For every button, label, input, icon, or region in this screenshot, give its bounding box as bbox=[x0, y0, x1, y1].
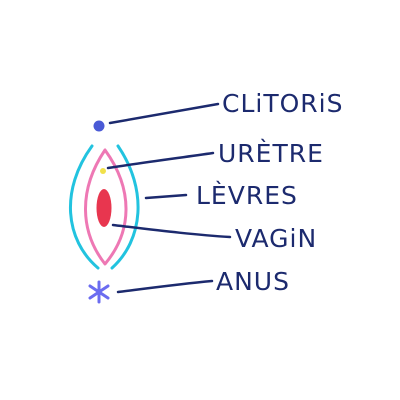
leader-vagin bbox=[111, 223, 232, 239]
label-anus: ANUS bbox=[216, 267, 290, 296]
outer-labia-left bbox=[68, 144, 100, 270]
label-uretre: URÈTRE bbox=[218, 139, 324, 168]
anus-star bbox=[88, 280, 110, 304]
clitoris-dot bbox=[93, 120, 105, 132]
leader-levres bbox=[144, 193, 188, 200]
label-vagin: VAGiN bbox=[235, 224, 317, 253]
label-clitoris: CLiTORiS bbox=[222, 89, 343, 118]
urethra-dot bbox=[100, 168, 106, 174]
leader-clitoris bbox=[108, 102, 220, 125]
leader-uretre bbox=[106, 151, 215, 170]
outer-labia-right bbox=[110, 144, 140, 270]
inner-labia bbox=[84, 148, 128, 266]
label-levres: LÈVRES bbox=[196, 181, 298, 210]
leader-anus bbox=[116, 279, 214, 294]
vagina-shape bbox=[96, 189, 112, 227]
